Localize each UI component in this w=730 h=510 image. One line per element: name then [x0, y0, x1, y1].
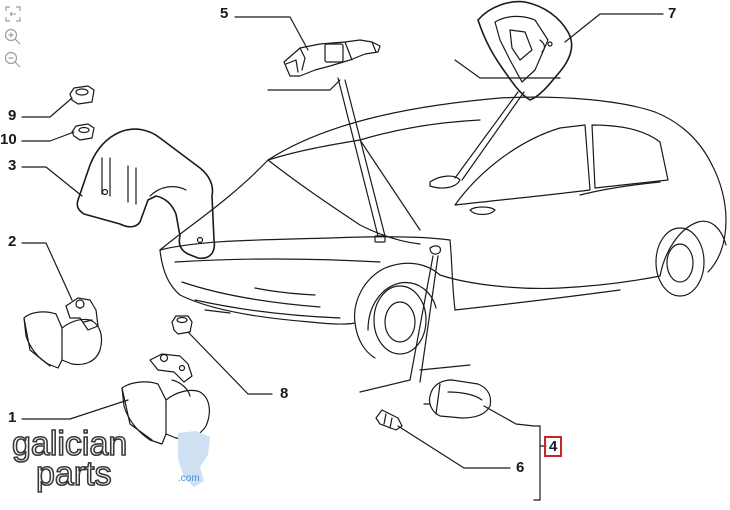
callout-4[interactable]: 4 — [544, 436, 563, 457]
part-8-nut[interactable] — [171, 315, 193, 335]
callout-5[interactable]: 5 — [220, 5, 229, 22]
callout-9[interactable]: 9 — [8, 107, 17, 124]
fit-icon[interactable] — [3, 4, 23, 24]
callout-8[interactable]: 8 — [280, 385, 289, 402]
part-9-nut[interactable] — [69, 85, 95, 105]
brand-logo: galician parts .com — [10, 424, 220, 505]
part-2-horn[interactable] — [23, 297, 103, 369]
part-1-horn[interactable] — [121, 353, 210, 445]
callout-10[interactable]: 10 — [0, 131, 17, 148]
callout-7[interactable]: 7 — [668, 5, 677, 22]
part-5-injector[interactable] — [283, 39, 381, 77]
car-body-outline — [159, 96, 727, 359]
part-7-bracket[interactable] — [477, 0, 573, 101]
part-4-side-lamp[interactable] — [423, 379, 492, 419]
brand-line1: galician — [12, 425, 127, 463]
viewer-toolbar — [3, 4, 25, 73]
part-3-horn-bracket[interactable] — [76, 128, 216, 260]
callout-6[interactable]: 6 — [516, 459, 525, 476]
callout-2[interactable]: 2 — [8, 233, 17, 250]
callout-leaders — [21, 13, 664, 501]
part-10-nut[interactable] — [71, 123, 95, 141]
callout-1[interactable]: 1 — [8, 409, 17, 426]
brand-line2: parts — [36, 455, 112, 493]
leader-lines — [267, 59, 561, 393]
brand-suffix: .com — [178, 473, 200, 484]
zoom-out-icon[interactable] — [3, 50, 23, 70]
brand-logo-graphic: galician parts .com — [11, 424, 210, 494]
callout-3[interactable]: 3 — [8, 157, 17, 174]
part-6-bulb[interactable] — [375, 409, 403, 431]
zoom-in-icon[interactable] — [3, 27, 23, 47]
